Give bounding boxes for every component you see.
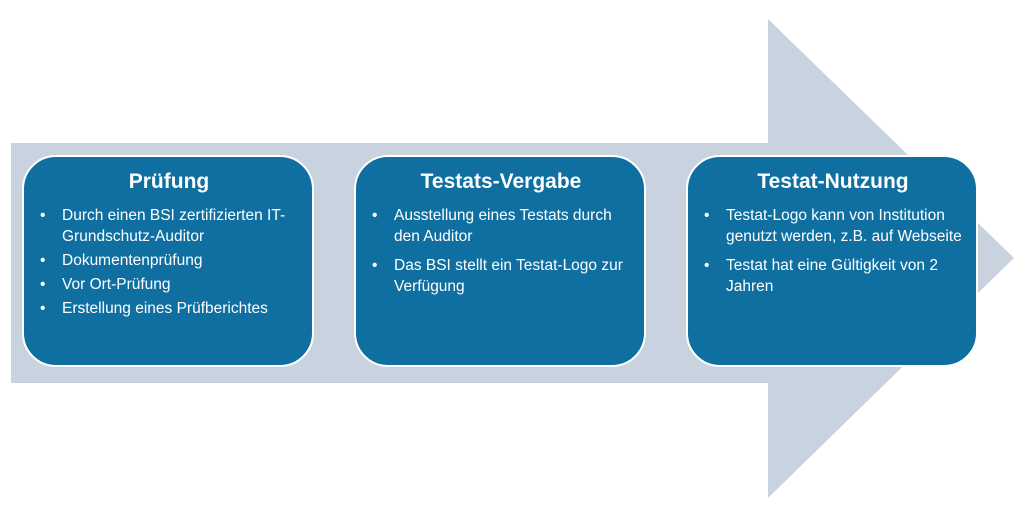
bullet-icon: •	[704, 257, 710, 274]
stage-title: Prüfung	[128, 170, 210, 193]
bullet-icon: •	[40, 276, 46, 293]
stage-bullet-list: • Ausstellung eines Testats durch den Au…	[372, 205, 630, 297]
list-item: • Vor Ort-Prüfung	[40, 274, 298, 295]
stage-bullet-list: • Durch einen BSI zertifizierten IT-Grun…	[40, 205, 298, 319]
list-item-text: Ausstellung eines Testats durch den Audi…	[394, 207, 612, 245]
stage-title: Testats-Vergabe	[420, 170, 582, 193]
list-item-text: Erstellung eines Prüfberichtes	[62, 300, 268, 317]
bullet-icon: •	[40, 252, 46, 269]
list-item: • Das BSI stellt ein Testat-Logo zur Ver…	[372, 255, 630, 297]
list-item: • Testat hat eine Gültigkeit von 2 Jahre…	[704, 255, 962, 297]
stage-title: Testat-Nutzung	[757, 170, 909, 193]
stage-box-testats-vergabe: Testats-Vergabe • Ausstellung eines Test…	[354, 155, 646, 367]
list-item-text: Das BSI stellt ein Testat-Logo zur Verfü…	[394, 257, 623, 295]
bullet-icon: •	[704, 207, 710, 224]
stage-box-testat-nutzung: Testat-Nutzung • Testat-Logo kann von In…	[686, 155, 978, 367]
bullet-icon: •	[372, 257, 378, 274]
list-item: • Dokumentenprüfung	[40, 250, 298, 271]
list-item-text: Vor Ort-Prüfung	[62, 276, 171, 293]
list-item-text: Dokumentenprüfung	[62, 252, 203, 269]
bullet-icon: •	[40, 300, 46, 317]
bullet-icon: •	[40, 207, 46, 224]
list-item: • Ausstellung eines Testats durch den Au…	[372, 205, 630, 247]
list-item-text: Durch einen BSI zertifizierten IT-Grunds…	[62, 207, 286, 245]
bullet-icon: •	[372, 207, 378, 224]
list-item: • Erstellung eines Prüfberichtes	[40, 298, 298, 319]
list-item-text: Testat hat eine Gültigkeit von 2 Jahren	[726, 257, 938, 295]
list-item: • Testat-Logo kann von Institution genut…	[704, 205, 962, 247]
stage-box-pruefung: Prüfung • Durch einen BSI zertifizierten…	[22, 155, 314, 367]
stage-bullet-list: • Testat-Logo kann von Institution genut…	[704, 205, 962, 297]
list-item-text: Testat-Logo kann von Institution genutzt…	[726, 207, 962, 245]
list-item: • Durch einen BSI zertifizierten IT-Grun…	[40, 205, 298, 247]
